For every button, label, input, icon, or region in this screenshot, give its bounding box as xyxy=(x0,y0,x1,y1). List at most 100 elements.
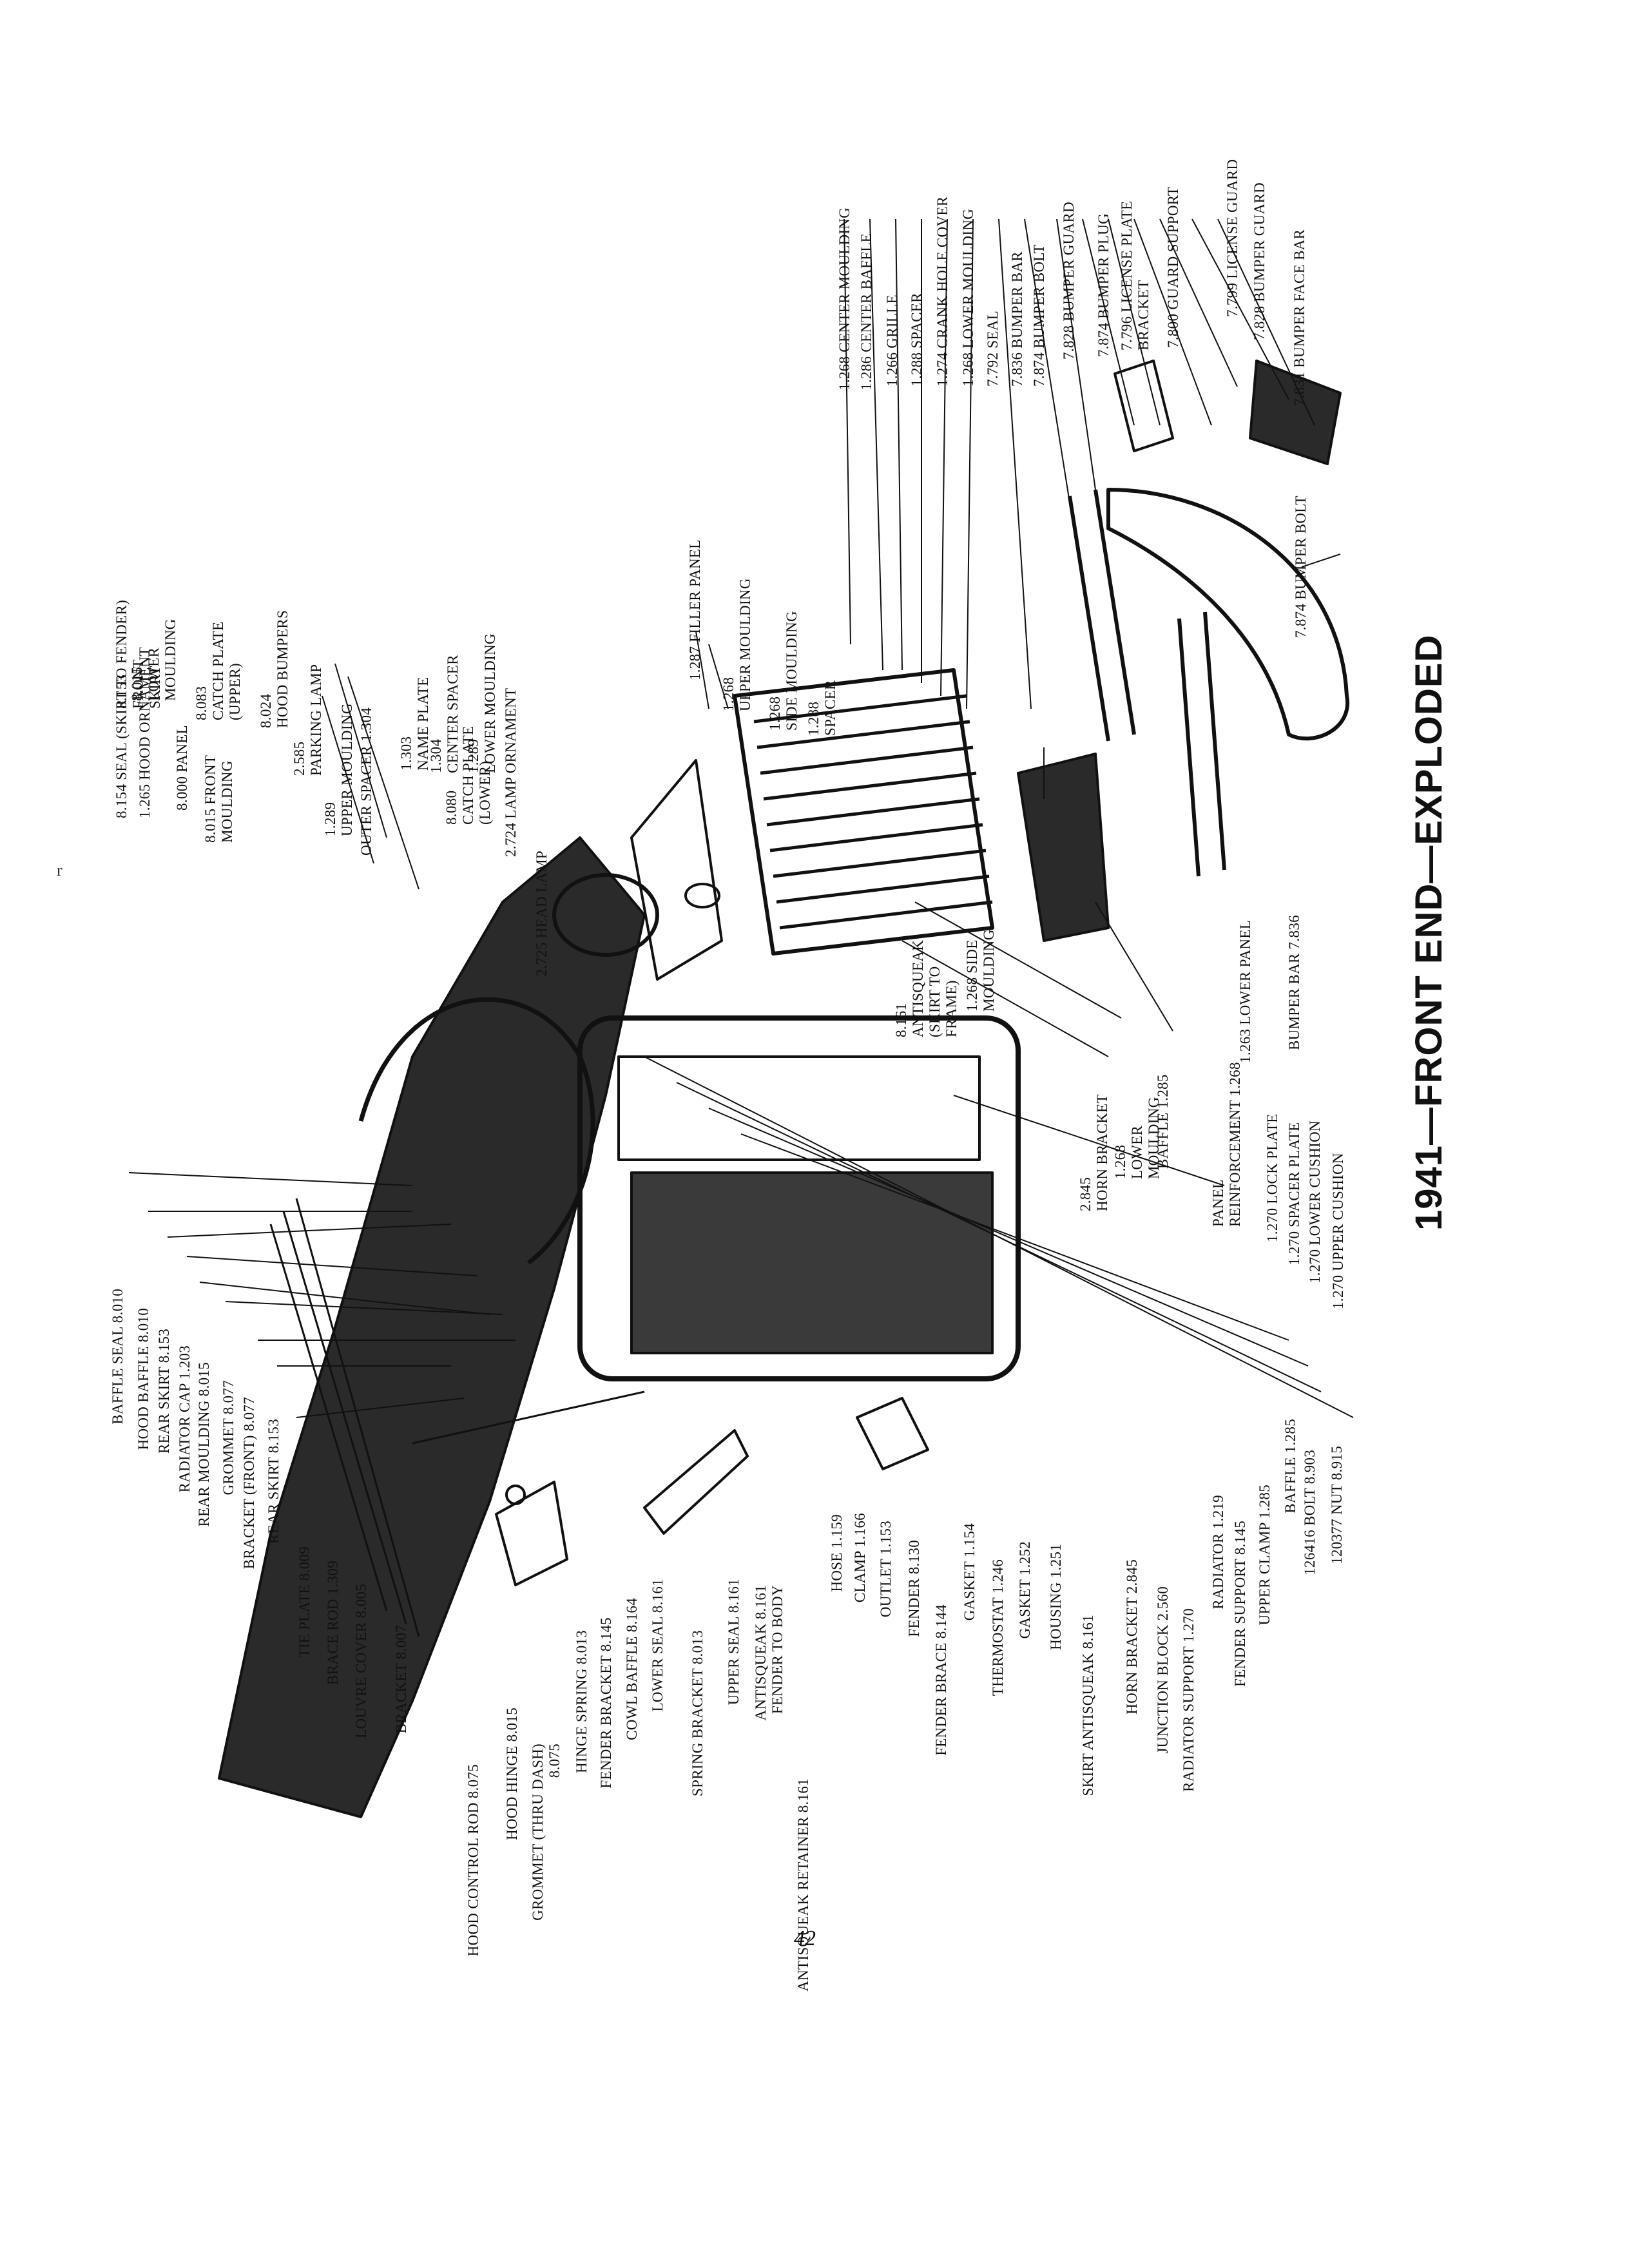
part-label-housing: HOUSING 1.251 xyxy=(1048,1544,1064,1650)
part-label-grommet: GROMMET 8.077 xyxy=(220,1380,236,1495)
part-label-center-baffle: 1.286 CENTER BAFFLE xyxy=(858,233,874,390)
part-label-bumper-bolt-bottom: 7.874 BUMPER BOLT xyxy=(1293,495,1309,638)
part-label-bumper-face-bar: 7.831 BUMPER FACE BAR xyxy=(1291,229,1307,406)
part-label-bolt: 126416 BOLT 8.903 xyxy=(1302,1450,1318,1575)
page-number: 42 xyxy=(794,1927,816,1950)
part-label-brace-rod: BRACE ROD 1.309 xyxy=(325,1561,341,1685)
part-label-louvre-cover: LOUVRE COVER 8.005 xyxy=(353,1584,369,1738)
part-label-horn-bracket-2: 2.845 HORN BRACKET xyxy=(1077,1094,1110,1211)
bumper-face-bar-shape xyxy=(1106,488,1350,741)
part-label-thermostat: THERMOSTAT 1.246 xyxy=(990,1559,1006,1696)
grille-shape xyxy=(733,668,994,956)
part-label-fender-brace: FENDER BRACE 8.144 xyxy=(933,1604,949,1756)
part-label-radiator-support: RADIATOR SUPPORT 1.270 xyxy=(1181,1608,1197,1792)
part-label-upper-moulding-1289: 1.289 UPPER MOULDING xyxy=(322,703,355,836)
housing-shape xyxy=(856,1397,929,1470)
part-label-license-guard: 7.799 LICENSE GUARD xyxy=(1224,159,1240,317)
part-label-side-moulding: 1.268 SIDE MOULDING xyxy=(964,929,997,1012)
part-label-tie-plate: TIE PLATE 8.009 xyxy=(296,1546,313,1658)
part-label-hood-bumpers: 8.024 HOOD BUMPERS xyxy=(258,610,291,728)
part-label-spring-bracket: SPRING BRACKET 8.013 xyxy=(689,1630,706,1796)
part-label-hood-baffle: HOOD BAFFLE 8.010 xyxy=(135,1308,151,1450)
radiator-frame xyxy=(577,1015,1021,1381)
part-label-bumper-guard: 7.828 BUMPER GUARD xyxy=(1251,182,1268,340)
part-label-license-plate-bracket: 7.796 LICENSE PLATE BRACKET xyxy=(1119,200,1152,351)
part-label-seal-skirt: 8.154 SEAL (SKIRT TO FENDER) xyxy=(113,599,130,818)
part-label-spacer-1288b: 1.288 SPACER xyxy=(909,293,925,387)
grille-bars xyxy=(753,694,993,930)
part-label-lower-moulding-1289: 1.289 LOWER MOULDING xyxy=(465,633,498,773)
bumper-bar-left xyxy=(1068,489,1136,742)
part-label-baffle-1285: BAFFLE 1.285 xyxy=(1282,1419,1298,1514)
fender-brace-shape xyxy=(643,1429,749,1535)
bumper-guard-shape xyxy=(1249,360,1342,465)
part-label-outer-spacer: OUTER SPACER 1.304 xyxy=(358,707,374,856)
part-label-cowl-baffle: COWL BAFFLE 8.164 xyxy=(624,1598,640,1740)
part-label-grommet-thru-dash: GROMMET (THRU DASH) 8.075 xyxy=(530,1744,563,1921)
part-label-side-moulding-1268: 1.268 SIDE MOULDING xyxy=(767,611,800,731)
part-label-seal-7792: 7.792 SEAL xyxy=(985,311,1001,387)
part-label-lower-moulding-8015: 8.015 LOWER MOULDING xyxy=(129,619,178,701)
part-label-lamp-ornament: 2.724 LAMP ORNAMENT xyxy=(503,687,519,857)
part-label-catch-plate-upper: 8.083 CATCH PLATE (UPPER) xyxy=(193,621,243,720)
part-label-clamp: CLAMP 1.166 xyxy=(852,1513,868,1603)
part-label-horn-bracket-1: HORN BRACKET 2.845 xyxy=(1124,1559,1140,1715)
part-label-bumper-bar: 7.836 BUMPER BAR xyxy=(1009,251,1025,387)
part-label-front-moulding: 8.015 FRONT MOULDING xyxy=(202,754,235,843)
page-title: 1941—FRONT END—EXPLODED xyxy=(1408,634,1450,1231)
louvre-strip xyxy=(269,1198,420,1637)
part-label-lower-moulding-1268: 1.268 LOWER MOULDING xyxy=(1112,1097,1162,1179)
part-label-bumper-guard-top: 7.828 BUMPER GUARD xyxy=(1061,201,1077,360)
part-label-antisqueak-frame: 8.161 ANTISQUEAK (SKIRT TO FRAME) xyxy=(893,939,959,1037)
part-label-crank-hole-cover: 1.274 CRANK HOLE COVER xyxy=(934,196,950,387)
part-label-bumper-bolt-top: 7.874 BUMPER BOLT xyxy=(1031,244,1047,387)
part-label-guard-support: 7.800 GUARD SUPPORT xyxy=(1165,186,1181,348)
part-label-bumper-bar-7836: BUMPER BAR 7.836 xyxy=(1286,915,1302,1050)
stray-mark: r xyxy=(57,861,63,879)
part-label-rear-skirt-1: REAR SKIRT 8.153 xyxy=(156,1329,172,1454)
part-label-grille: 1.266 GRILLE xyxy=(884,294,900,387)
part-label-upper-clamp: UPPER CLAMP 1.285 xyxy=(1257,1485,1273,1626)
part-label-antisqueak-retainer: ANTISQUEAK RETAINER 8.161 xyxy=(795,1778,811,1992)
part-label-bracket: BRACKET 8.007 xyxy=(393,1625,409,1734)
grommet-shape xyxy=(505,1485,526,1505)
lower-panel-shape xyxy=(1017,753,1110,942)
part-label-hinge-spring: HINGE SPRING 8.013 xyxy=(574,1630,590,1773)
hood-hinge-shape xyxy=(495,1481,568,1586)
part-label-bumper-plug: 7.874 BUMPER PLUG xyxy=(1095,213,1112,357)
part-label-hood-hinge: HOOD HINGE 8.015 xyxy=(504,1707,520,1841)
part-label-lower-moulding-1268b: 1.268 LOWER MOULDING xyxy=(960,208,976,387)
part-label-parking-lamp: 2.585 PARKING LAMP xyxy=(291,664,324,776)
part-label-upper-moulding-1268: 1.268 UPPER MOULDING xyxy=(720,578,753,711)
part-label-head-lamp: 2.725 HEAD LAMP xyxy=(534,850,550,977)
head-lamp-shape xyxy=(552,873,659,957)
license-guard-shape xyxy=(1113,360,1174,452)
part-label-filler-panel: 1.287 FILLER PANEL xyxy=(687,539,703,680)
part-label-upper-cushion: 1.270 UPPER CUSHION xyxy=(1330,1153,1346,1309)
part-label-baffle-seal: BAFFLE SEAL 8.010 xyxy=(110,1289,126,1425)
part-label-spacer-1288: 1.288 SPACER xyxy=(805,680,838,736)
part-label-antisqueak-fender: ANTISQUEAK 8.161 FENDER TO BODY xyxy=(753,1585,786,1721)
part-label-radiator-cap: RADIATOR CAP 1.203 xyxy=(177,1345,193,1493)
part-label-spacer-plate: 1.270 SPACER PLATE xyxy=(1286,1122,1302,1265)
part-label-hose: HOSE 1.159 xyxy=(829,1514,845,1592)
part-label-rear-skirt-2: REAR SKIRT 8.153 xyxy=(265,1419,282,1544)
part-label-fender-bracket: FENDER BRACKET 8.145 xyxy=(598,1617,614,1789)
part-label-bracket-front: BRACKET (FRONT) 8.077 xyxy=(241,1397,257,1570)
part-label-upper-seal: UPPER SEAL 8.161 xyxy=(726,1579,742,1706)
part-label-center-moulding: 1.268 CENTER MOULDING xyxy=(836,207,853,390)
part-label-lower-cushion: 1.270 LOWER CUSHION xyxy=(1307,1120,1323,1283)
fender-arch xyxy=(358,997,595,1265)
part-label-junction-block: JUNCTION BLOCK 2.560 xyxy=(1155,1586,1171,1754)
part-label-name-plate: 1.303 NAME PLATE xyxy=(398,677,431,771)
part-label-nut: 120377 NUT 8.915 xyxy=(1329,1446,1345,1564)
bumper-bar-right xyxy=(1177,611,1226,877)
part-label-lock-plate: 1.270 LOCK PLATE xyxy=(1264,1113,1280,1242)
part-label-center-spacer: 1.304 CENTER SPACER xyxy=(428,655,461,773)
hood-rod xyxy=(412,1390,645,1445)
part-label-gasket-2: GASKET 1.252 xyxy=(1017,1541,1033,1639)
filler-panel-shape xyxy=(630,759,723,981)
